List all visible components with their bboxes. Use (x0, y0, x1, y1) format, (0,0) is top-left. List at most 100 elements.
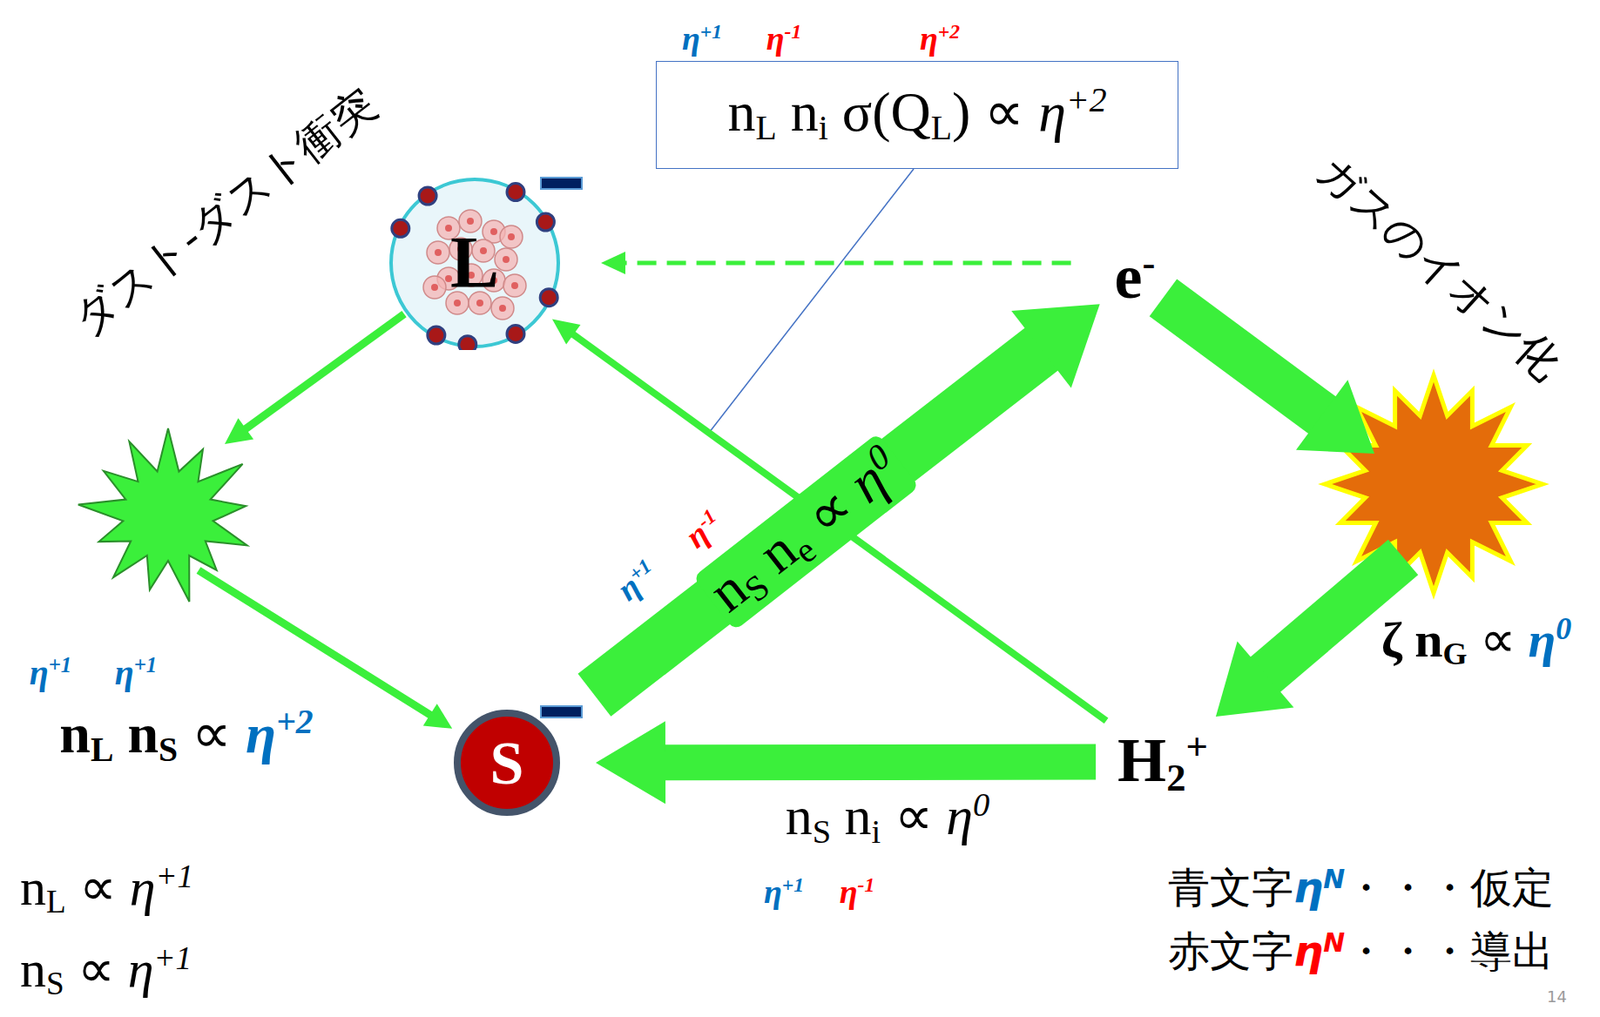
arrow-head (1215, 641, 1295, 717)
edge-formula: ζ nG ∝ η0 (1381, 612, 1573, 673)
text-run: n (785, 787, 813, 847)
arrow-body (569, 330, 1109, 724)
text-run: ・・・導出 (1344, 926, 1554, 976)
node-text: nL ni σ(QL) ∝ η+2 (727, 81, 1107, 149)
collision-star (78, 428, 248, 602)
node-text: e- (1114, 242, 1156, 312)
text-run: +2 (938, 20, 960, 43)
text-run: η (114, 652, 135, 692)
text-run: +1 (155, 858, 194, 895)
text-run: ガスのイオン化 (1307, 144, 1572, 390)
color-key: 青文字ηN・・・仮定 (1167, 864, 1554, 912)
text-run: e (1114, 242, 1143, 312)
text-run: n (776, 81, 819, 143)
arrow-body (578, 324, 1065, 717)
text-run: η (763, 873, 783, 911)
edge-formula: nS ni ∝ η0 (785, 786, 991, 851)
exponent-note: η-1 (678, 505, 730, 556)
text-run: n (113, 702, 159, 765)
arrow-head (423, 703, 453, 730)
node-text: S (490, 729, 525, 797)
text-run: η (245, 702, 277, 765)
monomer (503, 274, 527, 298)
text-run: S (812, 813, 831, 851)
text-run: i (818, 108, 829, 148)
monomer-core (502, 256, 510, 264)
text-run: L (90, 730, 114, 770)
process-title: ダスト-ダスト衝突 (64, 79, 385, 345)
scaling-formula: nL ∝ η+1 (20, 858, 194, 921)
text-run: ・・・仮定 (1344, 863, 1554, 912)
adsorbed-grain (506, 183, 525, 202)
arrow-body (241, 310, 407, 434)
text-run: +1 (782, 873, 804, 897)
text-run: ∝ (1466, 611, 1528, 669)
text-run: ) ∝ (951, 81, 1039, 143)
text-run: S (158, 730, 178, 770)
arrow-head (224, 418, 254, 445)
exponent-note: η+2 (919, 20, 960, 58)
text-run: S (46, 966, 65, 1003)
text-run: ζ n (1381, 611, 1444, 669)
text-run: η (1293, 863, 1324, 912)
text-run: ∝ (880, 787, 946, 847)
text-run: η (29, 652, 49, 692)
adsorbed-grain (540, 289, 558, 307)
text-run: η (839, 873, 858, 911)
adsorbed-grain (536, 213, 554, 231)
leader-line (708, 168, 914, 433)
adsorbed-grain (459, 336, 477, 351)
text-run: η (128, 940, 155, 999)
adsorbed-grain (506, 324, 525, 343)
aggregate-outline (391, 179, 559, 347)
text-run: L (450, 222, 500, 304)
flow-arrow (578, 303, 1101, 717)
edge-formula: nS ne ∝ η0 (692, 433, 919, 632)
text-run: n (20, 940, 47, 999)
text-run: N (1323, 926, 1345, 958)
text-run: n (59, 702, 91, 765)
text-run: η (919, 20, 939, 57)
text-run: +1 (700, 20, 723, 43)
charge-bar (540, 706, 582, 718)
text-run: η (1293, 926, 1324, 976)
arrow-body (658, 744, 1096, 782)
text-run: ∝ (177, 702, 246, 765)
text-run: H (1117, 724, 1167, 795)
monomer (426, 241, 450, 264)
arrow-head (1011, 303, 1101, 388)
text-run: +2 (1066, 81, 1108, 120)
monomer-core (507, 233, 515, 241)
text-run: L (755, 108, 777, 148)
formula-box: nL ni σ(QL) ∝ η+2 (655, 60, 1179, 169)
monomer-core (431, 283, 439, 291)
flow-arrow (1149, 279, 1419, 717)
adsorbed-grain (418, 187, 437, 205)
arrow-head (600, 251, 626, 275)
text-run: N (1323, 863, 1345, 894)
text-run: 0 (972, 786, 990, 824)
exponent-note: η-1 (766, 20, 802, 58)
arrow-line (622, 261, 1071, 266)
exponent-note: η+1 (610, 554, 665, 608)
exponent-note: η+1 (681, 20, 723, 58)
text-run: L (46, 884, 67, 921)
text-run: η (766, 20, 785, 57)
charge-bar (540, 177, 582, 190)
text-run: ダスト-ダスト衝突 (63, 77, 386, 345)
monomer-core (511, 282, 519, 290)
arrow-head (1296, 379, 1375, 454)
text-run: +2 (276, 702, 313, 742)
text-run: -1 (784, 20, 803, 43)
arrow-head (595, 721, 666, 804)
arrow-body (196, 567, 435, 720)
text-run: L (931, 108, 952, 148)
text-run: +1 (153, 940, 192, 977)
exponent-note: η+1 (114, 653, 157, 693)
ion: H2+ (1113, 722, 1213, 803)
text-run: S (490, 729, 525, 797)
monomer (499, 225, 523, 249)
text-run: ∝ (66, 858, 130, 917)
page-number: 14 (1546, 988, 1567, 1006)
